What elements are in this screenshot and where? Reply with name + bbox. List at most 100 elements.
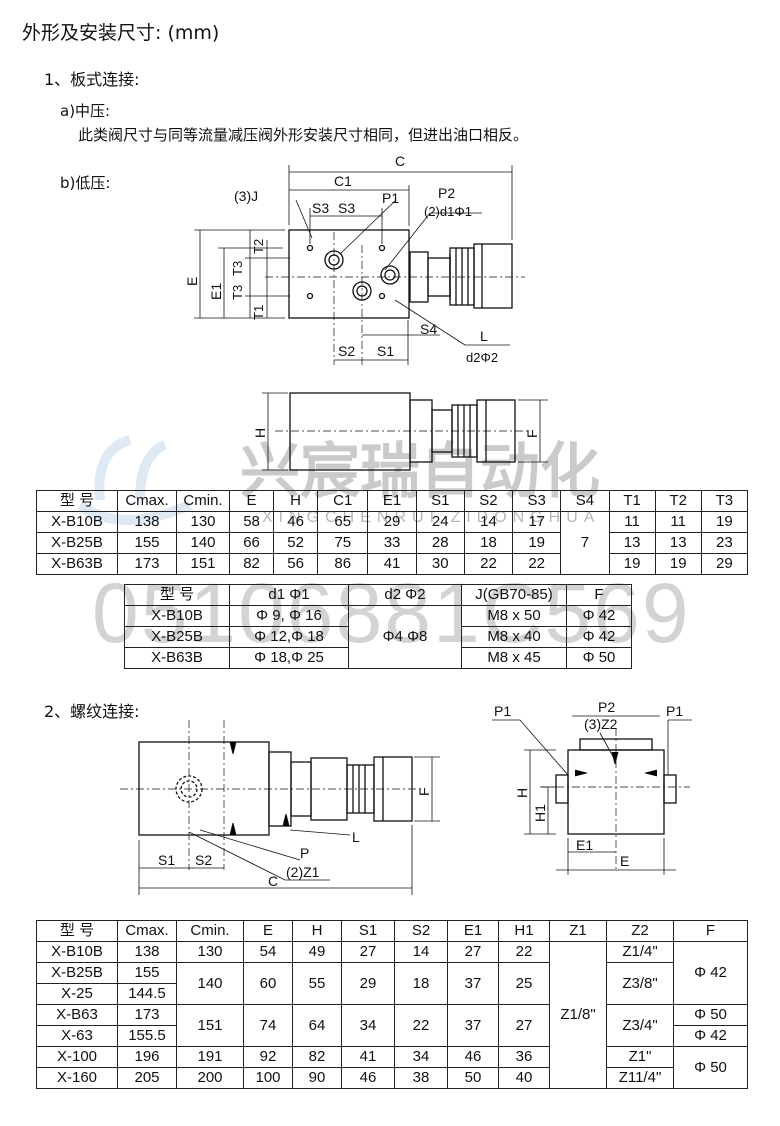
- table-cell: 25: [498, 962, 550, 1005]
- table-cell: Φ 50: [673, 1046, 748, 1089]
- label-thread-Z1: (2)Z1: [286, 864, 320, 880]
- table-cell: 46: [447, 1046, 499, 1068]
- dim-F: F: [524, 429, 540, 438]
- table-cell: 18: [394, 962, 448, 1005]
- label-end-P1a: P1: [494, 703, 511, 719]
- label-L: L: [480, 328, 488, 344]
- table-cell: 40: [498, 1067, 550, 1089]
- dim-C1: C1: [334, 173, 352, 189]
- table-cell: Φ 12,Φ 18: [229, 626, 349, 648]
- d2-merged: Φ4 Φ8: [348, 605, 462, 669]
- label-thread-P: P: [300, 845, 309, 861]
- table-cell: J(GB70-85): [461, 584, 567, 606]
- table-cell: M8 x 50: [461, 605, 567, 627]
- table-cell: 90: [292, 1067, 342, 1089]
- table-cell: X-B10B: [36, 941, 118, 963]
- dim-H: H: [252, 428, 268, 438]
- table-cell: 86: [317, 553, 369, 575]
- label-end-Z2: (3)Z2: [584, 716, 618, 732]
- table-cell: 型 号: [36, 920, 118, 942]
- table-cell: 140: [176, 532, 230, 554]
- dim-end-H: H: [514, 788, 530, 798]
- table-cell: 60: [243, 962, 293, 1005]
- table-cell: M8 x 45: [461, 647, 567, 669]
- table-cell: 55: [292, 962, 342, 1005]
- table-cell: 17: [512, 511, 562, 533]
- z2-cell: Z3/4": [606, 1004, 674, 1047]
- z2-cell: Z3/8": [606, 962, 674, 1005]
- table-cell: 82: [228, 553, 275, 575]
- z2-cell: Z1/4": [606, 941, 674, 963]
- table-cell: Φ 18,Φ 25: [229, 647, 349, 669]
- dim-S2: S2: [338, 343, 355, 359]
- table-cell: 13: [654, 532, 702, 554]
- table-cell: 36: [498, 1046, 550, 1068]
- table-cell: 14: [394, 941, 448, 963]
- z2-cell: Z11/4": [606, 1067, 674, 1089]
- table-cell: Z2: [606, 920, 674, 942]
- table-cell: E1: [447, 920, 499, 942]
- table-cell: 52: [273, 532, 319, 554]
- table-cell: 92: [243, 1046, 293, 1068]
- table-cell: 27: [341, 941, 395, 963]
- table-cell: X-B63B: [36, 553, 118, 575]
- table-cell: Φ 42: [566, 626, 632, 648]
- section1a-text: 此类阀尺寸与同等流量减压阀外形安装尺寸相同，但进出油口相反。: [78, 126, 529, 144]
- dim-end-E: E: [620, 853, 629, 869]
- table-cell: 46: [273, 511, 319, 533]
- dim-end-E1: E1: [576, 837, 593, 853]
- table-cell: 200: [176, 1067, 244, 1089]
- table-cell: 144.5: [117, 983, 177, 1005]
- table-cell: 22: [498, 941, 550, 963]
- z2-cell: Z1": [606, 1046, 674, 1068]
- table-cell: 191: [176, 1046, 244, 1068]
- table-cell: d2 Φ2: [348, 584, 462, 606]
- dim-S3a: S3: [312, 200, 329, 216]
- dim-thread-S2: S2: [195, 852, 212, 868]
- table-cell: 19: [654, 553, 702, 575]
- table-cell: Cmax.: [117, 920, 177, 942]
- table-cell: 54: [243, 941, 293, 963]
- table-cell: 22: [512, 553, 562, 575]
- table-cell: Φ 50: [673, 1004, 748, 1026]
- table-cell: 38: [394, 1067, 448, 1089]
- table-cell: 74: [243, 1004, 293, 1047]
- table-cell: X-B25B: [36, 962, 118, 984]
- table-cell: F: [673, 920, 748, 942]
- table-cell: X-25: [36, 983, 118, 1005]
- table-cell: X-63: [36, 1025, 118, 1047]
- table-cell: 151: [176, 1004, 244, 1047]
- table-cell: S2: [394, 920, 448, 942]
- table-cell: 173: [117, 1004, 177, 1026]
- table-cell: 173: [117, 553, 177, 575]
- table-cell: 205: [117, 1067, 177, 1089]
- table-cell: Cmin.: [176, 920, 244, 942]
- table-cell: 41: [341, 1046, 395, 1068]
- table-cell: 130: [176, 941, 244, 963]
- table-cell: S3: [512, 490, 562, 512]
- table-cell: 155: [117, 962, 177, 984]
- table-cell: 49: [292, 941, 342, 963]
- table-cell: 56: [273, 553, 319, 575]
- page-title: 外形及安装尺寸: (mm): [22, 22, 220, 44]
- table-cell: 50: [447, 1067, 499, 1089]
- dim-T2: T2: [251, 239, 266, 254]
- table-cell: 138: [117, 941, 177, 963]
- label-P2: P2: [438, 185, 455, 201]
- dim-S3b: S3: [338, 200, 355, 216]
- table-cell: Cmin.: [176, 490, 230, 512]
- z1-merged: Z1/8": [549, 941, 607, 1089]
- table-cell: 22: [463, 553, 514, 575]
- dim-T1: T1: [251, 305, 266, 320]
- table-cell: 19: [512, 532, 562, 554]
